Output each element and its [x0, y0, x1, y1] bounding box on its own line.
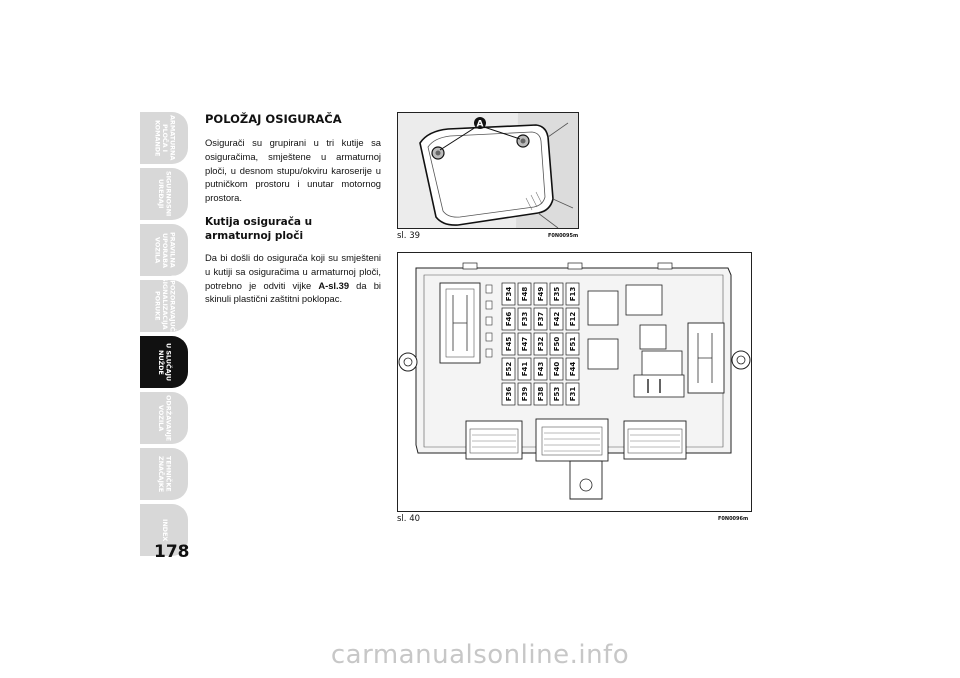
- fuse-label: F48: [521, 287, 529, 302]
- fuse-label: F45: [505, 337, 513, 352]
- relay-square-1: [587, 290, 619, 326]
- figure-39-code: F0N0095m: [548, 233, 579, 239]
- fuse-label: F31: [569, 387, 577, 402]
- fuse-slot: [517, 282, 532, 306]
- figure-40-caption: sl. 40: [397, 514, 421, 524]
- relay-square-4: [639, 324, 667, 350]
- page-number: 178: [154, 542, 190, 562]
- tab-tehnicke-znacajke[interactable]: TEHNIČKE ZNAČAJKE: [140, 448, 188, 500]
- fuse-slot: [533, 357, 548, 381]
- fuse-slot: [517, 307, 532, 331]
- fuse-slot: [501, 307, 516, 331]
- marker-a-label: A: [477, 120, 484, 130]
- connector-middle: [535, 418, 609, 462]
- cover-drawing: A: [398, 113, 578, 228]
- subsection-title: Kutija osigurača u armaturnoj ploči: [205, 215, 313, 242]
- fuse-slot: [517, 332, 532, 356]
- body-paragraph: Da bi došli do osigurača koji su smješte…: [205, 251, 381, 306]
- marker-a-circle: [474, 117, 486, 129]
- tab-u-slucaju-nuzde[interactable]: U SLUČAJU NUŽDE: [140, 336, 188, 388]
- fuse-slot: [565, 382, 580, 406]
- tab-label: ODRŽAVANJE VOZILA: [157, 394, 173, 442]
- mount-hole-bottom: [579, 478, 593, 492]
- fuse-label: F53: [553, 387, 561, 402]
- fuse-label: F32: [537, 337, 545, 352]
- tab-armaturna-ploca[interactable]: ARMATURNA PLOČA I KOMANDE: [140, 112, 188, 164]
- figure-40-code: F0N0096m: [718, 516, 749, 522]
- tab-label: SIGURNOSNI UREĐAJI: [157, 171, 173, 217]
- fuse-label: F46: [505, 312, 513, 327]
- fuse-slot: [501, 332, 516, 356]
- fuse-label: F12: [569, 312, 577, 327]
- connector-right: [623, 420, 687, 460]
- fuse-slot: [565, 332, 580, 356]
- fuse-slot: [549, 382, 564, 406]
- fuse-slot: [533, 332, 548, 356]
- fuse-slot: [533, 282, 548, 306]
- fuse-label: F43: [537, 362, 545, 377]
- fuse-label: F35: [553, 287, 561, 302]
- fuse-slot: [533, 307, 548, 331]
- fuse-label: F39: [521, 387, 529, 402]
- fuse-grid: F34F46F45F52F36F48F33F47F41F39F49F37F32F…: [501, 282, 580, 406]
- fuse-slot: [533, 382, 548, 406]
- fuse-slot: [517, 357, 532, 381]
- tab-odrzavanje-vozila[interactable]: ODRŽAVANJE VOZILA: [140, 392, 188, 444]
- fuse-label: F38: [537, 387, 545, 402]
- figure-reference: A-sl.39: [318, 279, 350, 291]
- section-title: POLOŽAJ OSIGURAČA: [205, 112, 342, 126]
- fuse-slot: [501, 357, 516, 381]
- fuse-label: F44: [569, 362, 577, 377]
- tab-index[interactable]: INDEX: [140, 504, 188, 556]
- fuse-label: F34: [505, 287, 513, 302]
- watermark: carmanualsonline.info: [330, 640, 630, 670]
- tab-pravilna-uporaba[interactable]: PRAVILNA UPORABA VOZILA: [140, 224, 188, 276]
- fuse-slot: [565, 282, 580, 306]
- tab-label: INDEX: [160, 518, 169, 542]
- tab-sigurnosni-uredaji[interactable]: SIGURNOSNI UREĐAJI: [140, 168, 188, 220]
- fuse-label: F47: [521, 337, 529, 352]
- fuse-label: F41: [521, 362, 529, 377]
- fuse-slot: [565, 357, 580, 381]
- fuse-label: F50: [553, 337, 561, 352]
- fuse-slot: [549, 357, 564, 381]
- intro-paragraph: Osigurači su grupirani u tri kutije sa o…: [205, 137, 381, 204]
- fuse-slot: [549, 282, 564, 306]
- tab-upozoravajuca-signalizacija[interactable]: UPOZORAVAJUĆA SIGNALIZACIJA I PORUKE: [140, 275, 188, 337]
- fuse-label: F51: [569, 337, 577, 352]
- body-text-pre: Da bi došli do osigurača koji su smješte…: [205, 251, 381, 291]
- fuse-label: F36: [505, 387, 513, 402]
- connector-left: [465, 420, 523, 460]
- fuse-label: F42: [553, 312, 561, 327]
- tab-label: UPOZORAVAJUĆA SIGNALIZACIJA I PORUKE: [153, 275, 177, 337]
- fuse-label: F49: [537, 287, 545, 302]
- chapter-tabs: ARMATURNA PLOČA I KOMANDE SIGURNOSNI URE…: [140, 112, 188, 560]
- tab-label: ARMATURNA PLOČA I KOMANDE: [153, 115, 177, 161]
- figure-39-caption: sl. 39: [397, 231, 421, 241]
- tab-label: TEHNIČKE ZNAČAJKE: [157, 455, 173, 493]
- relay-square-2: [625, 284, 663, 316]
- body-text-post: da bi skinuli plastični zaštitni poklopa…: [205, 279, 381, 305]
- figure-39-cover-illustration: A: [397, 112, 579, 229]
- tab-label: PRAVILNA UPORABA VOZILA: [153, 232, 177, 268]
- fuse-slot: [565, 307, 580, 331]
- fuse-slot: [501, 282, 516, 306]
- fuse-label: F33: [521, 312, 529, 327]
- relay-square-3: [587, 338, 619, 370]
- fuse-label: F13: [569, 287, 577, 302]
- fuse-label: F40: [553, 362, 561, 377]
- fuse-slot: [549, 332, 564, 356]
- fuse-label: F37: [537, 312, 545, 327]
- fuse-slot: [517, 382, 532, 406]
- tab-label: U SLUČAJU NUŽDE: [157, 342, 173, 381]
- fuse-slot: [501, 382, 516, 406]
- fuse-slot: [549, 307, 564, 331]
- relay-square-5: [641, 350, 683, 378]
- fuse-label: F52: [505, 362, 513, 377]
- fuse-box-drawing: F34F46F45F52F36F48F33F47F41F39F49F37F32F…: [398, 262, 751, 500]
- text-column: POLOŽAJ OSIGURAČA Osigurači su grupirani…: [205, 112, 381, 306]
